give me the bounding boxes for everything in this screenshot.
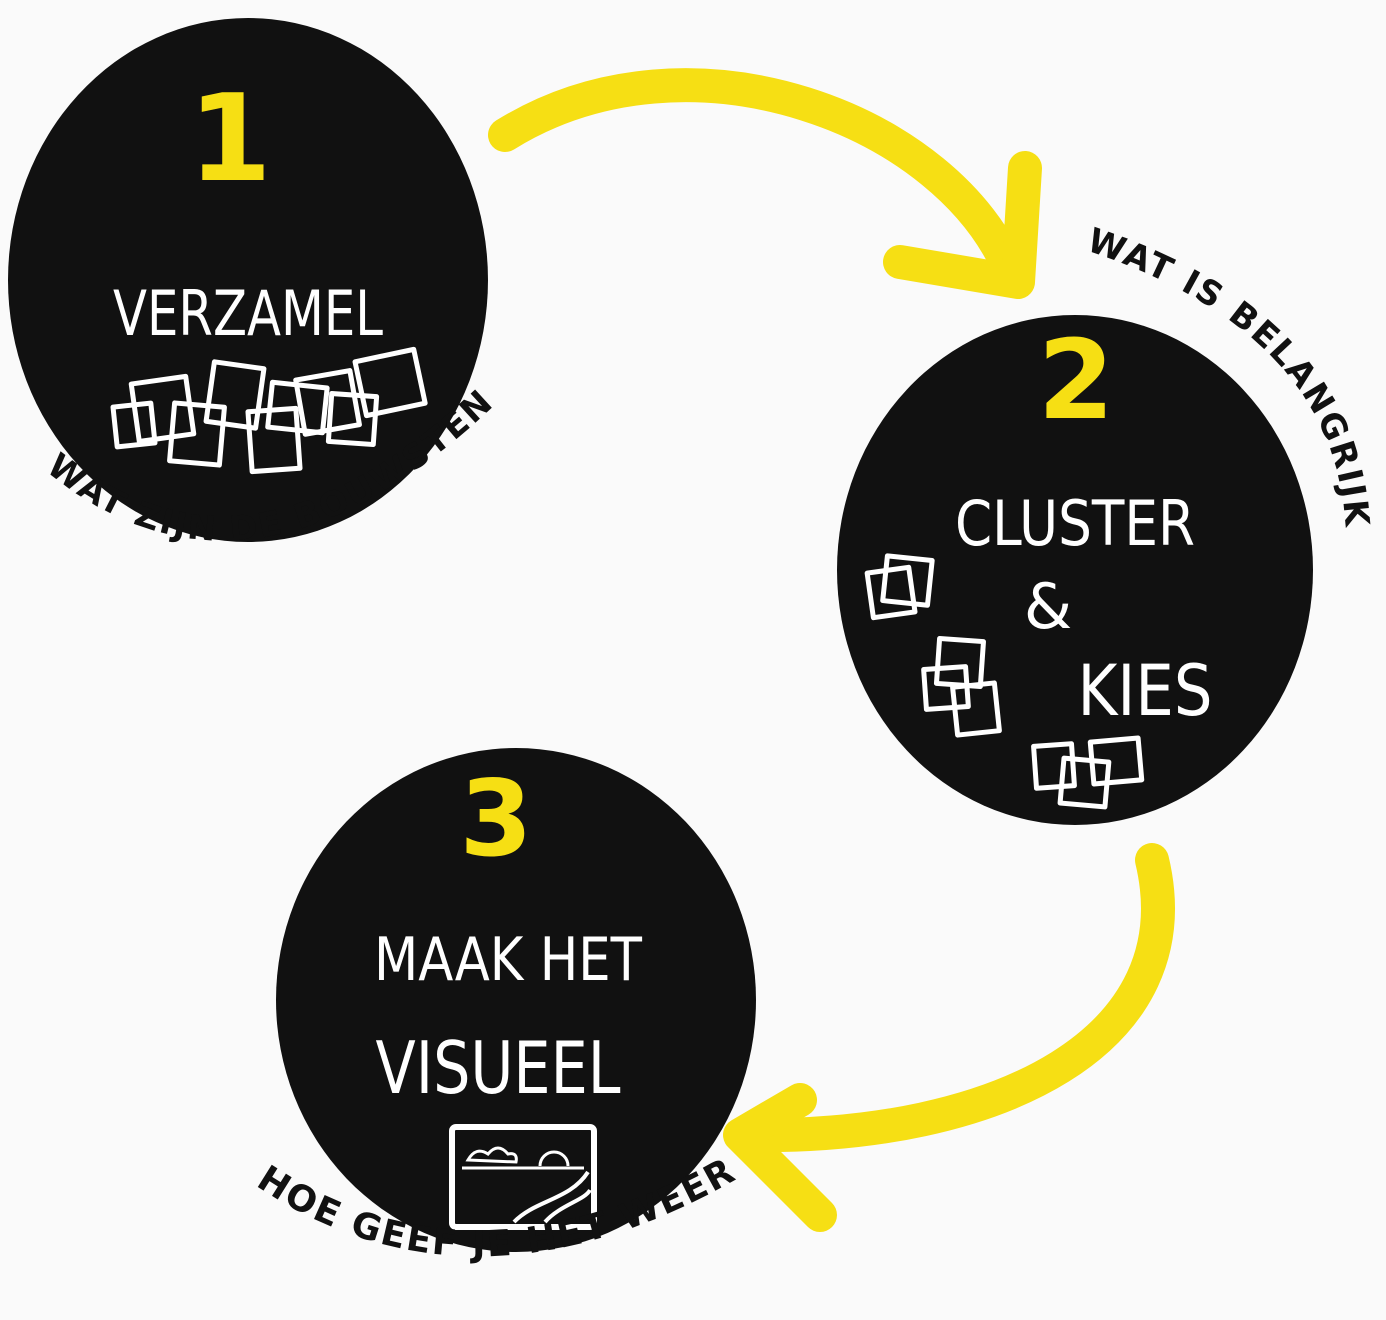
step-1: 1 VERZAMEL: [8, 18, 488, 542]
scattered-cards-icon: [110, 346, 428, 475]
landscape-picture-icon: [449, 1124, 597, 1230]
arrow-step2-to-step3: [723, 843, 1175, 1232]
step-2: 2 CLUSTER & KIES: [837, 315, 1313, 825]
step-2-title-line-3: KIES: [1078, 650, 1213, 732]
arrow-step1-to-step2: [488, 68, 1042, 299]
step-3-number: 3: [459, 758, 532, 880]
step-2-title-line-2: &: [1024, 570, 1072, 643]
card-clusters-icon: [864, 553, 1145, 810]
step-3-title-line-2: VISUEEL: [376, 1026, 621, 1110]
step-3-title-line-1: MAAK HET: [374, 925, 642, 995]
step-1-number: 1: [188, 70, 272, 209]
step-2-number: 2: [1038, 316, 1115, 444]
step-3: 3 MAAK HET VISUEEL: [276, 748, 756, 1252]
step-1-title-line-1: VERZAMEL: [113, 277, 383, 350]
step-3-circle: [276, 748, 756, 1252]
step-2-title-line-1: CLUSTER: [955, 487, 1195, 560]
